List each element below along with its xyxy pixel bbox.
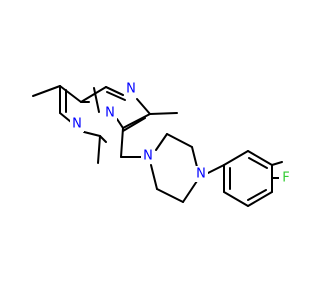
bond xyxy=(149,112,178,115)
atom-labels: N N N N N F xyxy=(70,81,293,186)
bond xyxy=(248,157,268,169)
bond xyxy=(122,117,146,132)
bond xyxy=(247,189,267,201)
atom-symbol: N xyxy=(105,106,115,121)
bond xyxy=(116,118,124,129)
atom-symbol: N xyxy=(72,117,82,132)
bond xyxy=(105,86,124,96)
bond xyxy=(166,133,193,148)
atom-n-piperazine-1: N xyxy=(141,148,155,164)
atom-symbol: F xyxy=(282,171,289,186)
atom-symbol: N xyxy=(143,149,153,164)
bond xyxy=(205,164,225,175)
bond xyxy=(122,113,151,129)
atom-symbol: N xyxy=(126,82,136,97)
atom-n-pyrimidine: N xyxy=(70,116,84,132)
atom-symbol: N xyxy=(196,167,206,182)
bond xyxy=(120,127,124,158)
molecule-structure-diagram: N N N N N F xyxy=(32,81,293,207)
bond xyxy=(155,133,168,151)
atom-fluorine: F xyxy=(279,170,293,186)
bond xyxy=(136,98,151,115)
bond xyxy=(271,161,283,166)
bond xyxy=(59,112,72,123)
bond xyxy=(99,135,107,143)
bond xyxy=(150,164,158,190)
atom-n-piperazine-2: N xyxy=(194,166,208,182)
bond xyxy=(59,85,82,103)
bond xyxy=(97,135,101,164)
bond xyxy=(223,150,249,166)
atom-n-imidazole: N xyxy=(124,81,138,97)
atom-n-bridgehead: N xyxy=(103,105,117,121)
bond xyxy=(93,87,100,113)
bond xyxy=(106,91,126,101)
bond xyxy=(80,86,107,103)
bond xyxy=(182,180,198,203)
bond xyxy=(32,85,61,97)
bond xyxy=(156,188,184,203)
bond xyxy=(191,146,198,168)
bond xyxy=(247,191,273,207)
bonds xyxy=(32,85,283,207)
bond xyxy=(223,191,249,207)
bond xyxy=(83,131,101,137)
bond xyxy=(247,150,273,166)
